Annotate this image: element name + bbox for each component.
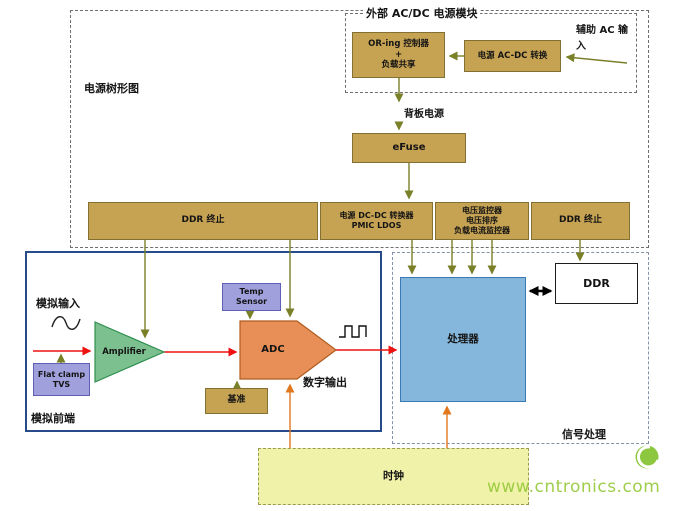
ddr-box: DDR [555,263,638,304]
backplane-label: 背板电源 [404,109,444,120]
aux-ac-input-label: 辅助 AC 输入 [576,25,629,52]
ddr-termination-right-box: DDR 终止 [531,202,630,240]
efuse-box: eFuse [352,133,466,163]
signal-processing-label: 信号处理 [562,428,606,441]
power-tree-label: 电源树形图 [84,82,139,95]
reference-box: 基准 [205,388,268,414]
acdc-converter-box: 电源 AC-DC 转换 [464,40,561,72]
ddr-termination-left-box: DDR 终止 [88,202,318,240]
temp-sensor-box: Temp Sensor [222,283,281,311]
dcdc-pmic-box: 电源 DC-DC 转换器 PMIC LDOS [320,202,433,240]
tvs-box: Flat clamp TVS [33,363,90,396]
cntronics-logo-icon [635,445,660,469]
analog-front-end-label: 模拟前端 [31,412,75,425]
power-tree-frame [70,10,649,248]
processor-box: 处理器 [400,277,526,402]
adc-label: ADC [261,344,285,355]
amplifier-label: Amplifier [102,347,146,357]
external-acdc-module-frame [345,13,637,93]
oring-controller-box: OR-ing 控制器 + 负载共享 [352,32,445,78]
watermark-text: www.cntronics.com [487,477,661,497]
clock-box: 时钟 [258,448,529,505]
voltage-monitor-box: 电压监控器 电压排序 负载电流监控器 [435,202,529,240]
analog-input-label: 模拟输入 [36,297,80,310]
external-module-title: 外部 AC/DC 电源模块 [363,5,481,21]
analog-front-end-frame [25,251,382,432]
digital-output-label: 数字输出 [303,376,347,389]
